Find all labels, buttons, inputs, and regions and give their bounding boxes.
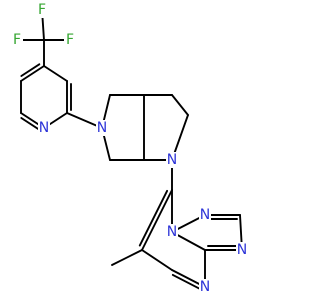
molecule-structure-diagram: F F F N N N N N N N xyxy=(11,2,248,295)
atom-label-background xyxy=(166,152,178,168)
atom-label-f-right: F xyxy=(66,32,74,48)
atom-label-background xyxy=(199,207,211,223)
atom-labels: F F F N N N N N N N xyxy=(11,2,248,295)
bond-lines xyxy=(16,9,243,291)
atom-label-background xyxy=(199,279,211,295)
atom-label-background xyxy=(11,32,23,48)
atom-label-n-triazolo-bridgehead: N xyxy=(167,224,177,240)
atom-label-f-left: F xyxy=(13,32,21,48)
atom-label-n-pyridine: N xyxy=(39,120,49,136)
bond-c6p-me xyxy=(111,249,143,266)
double-bond-py4-py5 xyxy=(20,63,41,77)
atom-label-background xyxy=(236,242,248,258)
atom-label-background xyxy=(38,120,50,136)
atom-label-n-pyrimidine: N xyxy=(200,279,210,295)
atom-label-f-top: F xyxy=(38,2,46,18)
double-bond-c5-n4 xyxy=(171,273,202,291)
atom-label-n-triazolo-right: N xyxy=(237,242,247,258)
double-bond-c6p-c7 xyxy=(138,189,169,247)
bond-c5-c6p xyxy=(141,249,173,271)
atom-label-background xyxy=(96,120,108,136)
bond-c3-c2 xyxy=(171,94,189,116)
bond-py5-py4 xyxy=(20,65,45,82)
atom-label-background xyxy=(64,32,76,48)
atom-label-background xyxy=(36,2,48,18)
double-bond-npy-py6 xyxy=(20,117,41,131)
atom-label-n-bicyclic-tertiary: N xyxy=(167,152,177,168)
bond-c6p-c7 xyxy=(141,189,173,251)
atom-label-background xyxy=(166,224,178,240)
atom-label-n-triazolo-top: N xyxy=(200,207,210,223)
bond-py4-py3 xyxy=(43,65,68,82)
atom-label-n-bicyclic-secondary: N xyxy=(97,120,107,136)
